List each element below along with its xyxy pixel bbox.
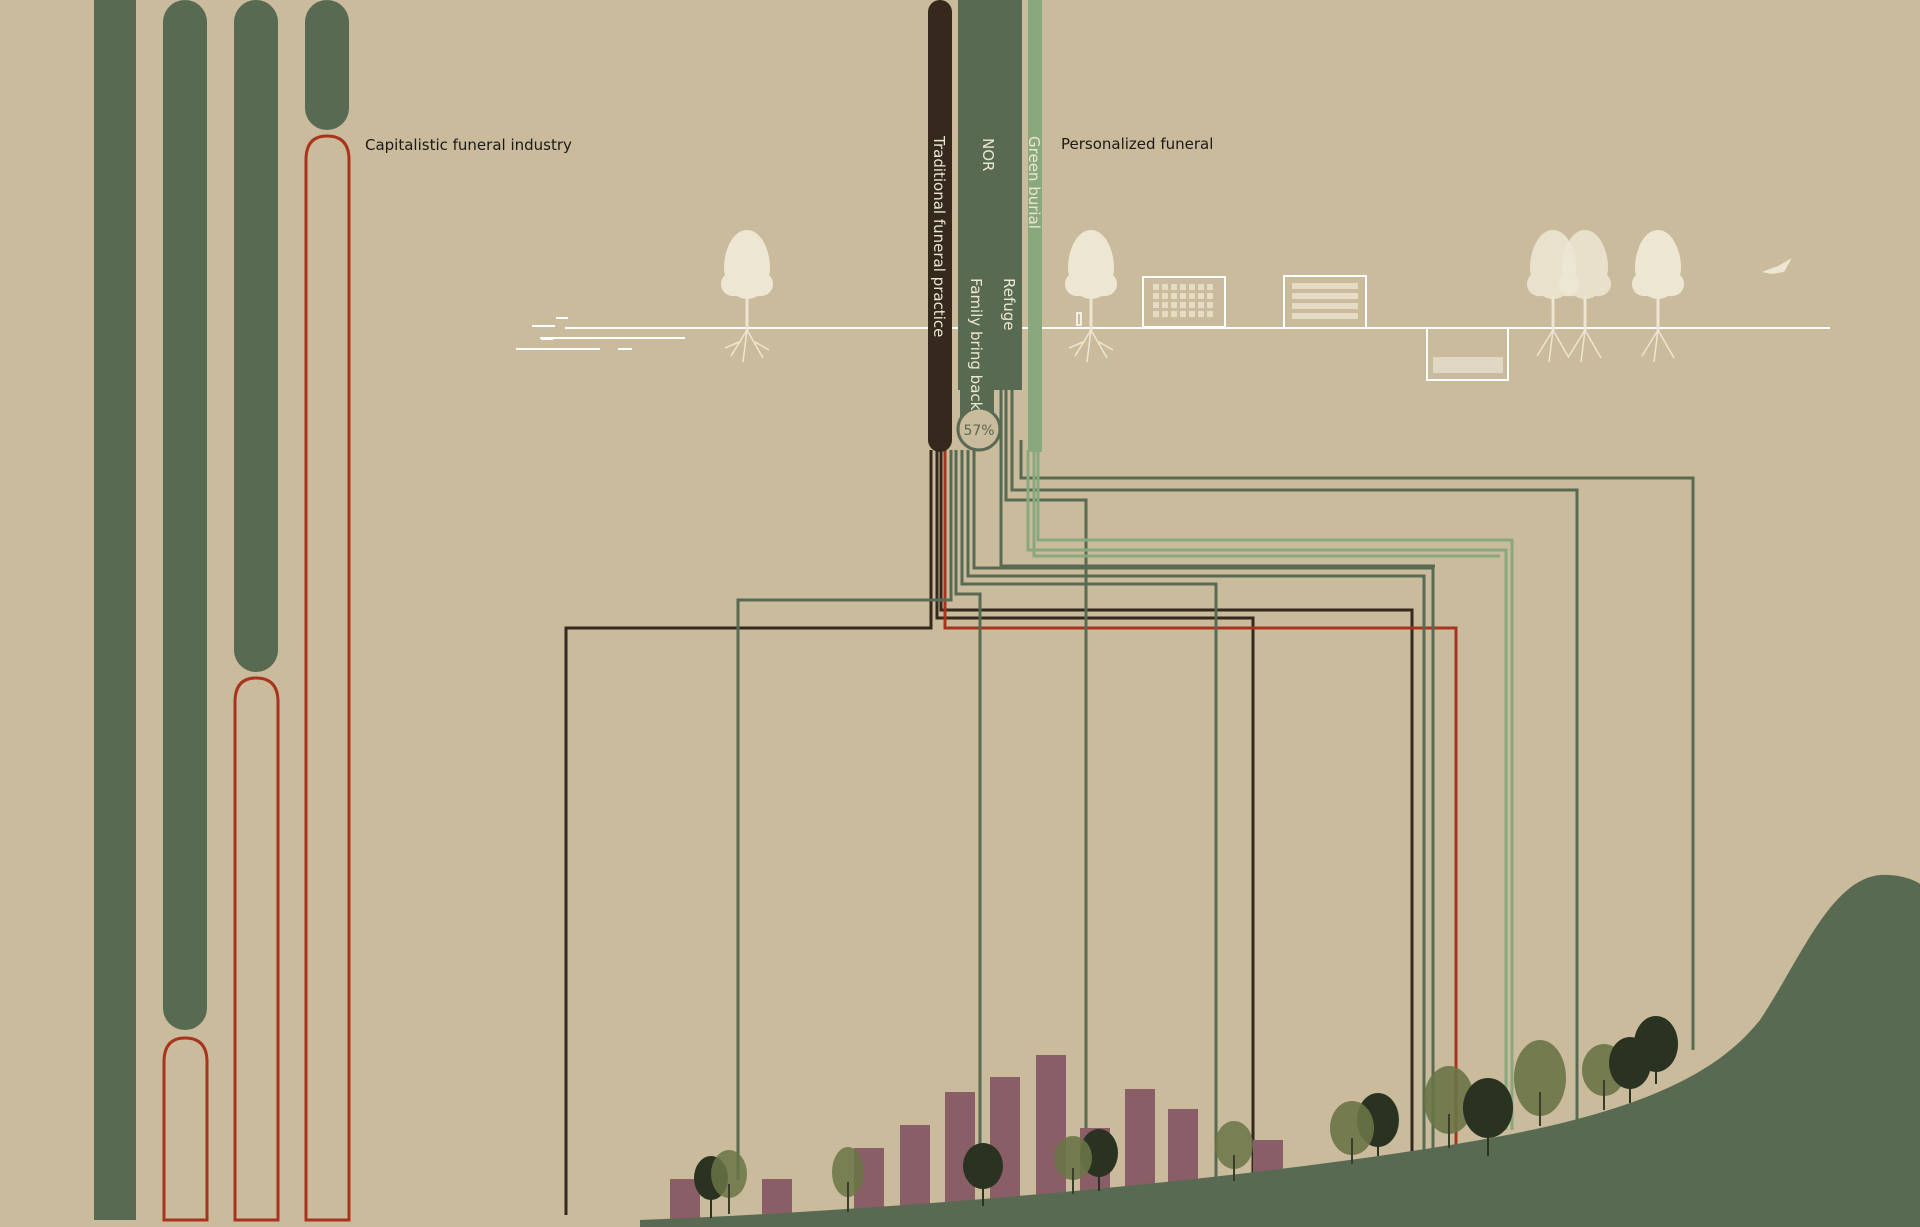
label-personalized: Personalized funeral: [1061, 135, 1213, 153]
shrub-icon: [832, 1147, 864, 1212]
label-green-burial: Green burial: [1025, 136, 1043, 229]
building-window: [1198, 284, 1204, 290]
landscape-line: [516, 275, 1830, 381]
flow-red: [943, 450, 1458, 1150]
building-icon: [1283, 275, 1367, 329]
building-window: [1189, 284, 1195, 290]
flow-green-3: [1036, 450, 1514, 1130]
bar-family-bring-back: [960, 262, 994, 442]
underground-vault: [1426, 328, 1509, 381]
flow-nor-5: [972, 450, 1435, 1150]
flow-refuge-3: [1010, 385, 1579, 1150]
tree-icon: [1632, 230, 1684, 363]
flow-nor-4: [966, 450, 1426, 1150]
building-window: [1189, 311, 1195, 317]
bar-traditional: [928, 0, 952, 452]
building-window: [1153, 302, 1159, 308]
bird-icon: [1762, 258, 1792, 274]
bar-green-burial: [1028, 0, 1042, 452]
flow-green-1: [1026, 450, 1508, 1130]
bar-refuge: [1000, 262, 1022, 384]
column-4: [305, 0, 349, 130]
building-window: [1207, 284, 1213, 290]
building-window: [1162, 284, 1168, 290]
building-window: [1162, 293, 1168, 299]
shrub-icon: [1463, 1078, 1513, 1156]
flow-traditional-2: [935, 450, 1255, 1200]
left-columns: [94, 0, 351, 1222]
building-window: [1171, 311, 1177, 317]
building-window: [1198, 302, 1204, 308]
building-window: [1171, 284, 1177, 290]
label-nor: NOR: [979, 138, 997, 171]
building-window: [1198, 311, 1204, 317]
label-traditional: Traditional funeral practice: [930, 135, 948, 337]
label-family-bring-back: Family bring back: [967, 278, 985, 411]
tree-icon: [1065, 230, 1117, 363]
building-window: [1180, 311, 1186, 317]
mauve-bar: [670, 1179, 700, 1220]
percent-label: 57%: [963, 423, 994, 439]
building-window: [1162, 311, 1168, 317]
label-refuge: Refuge: [1000, 278, 1018, 331]
flow-nor-1: [736, 450, 953, 1180]
building-window: [1180, 302, 1186, 308]
flow-nor-2: [954, 450, 982, 1180]
percent-badge: [956, 406, 1002, 452]
building-window: [1189, 302, 1195, 308]
flow-traditional-1: [564, 450, 933, 1215]
building-window: [1180, 284, 1186, 290]
building-stripes: [1292, 283, 1358, 319]
upper-trees: [721, 230, 1792, 363]
vault-slab: [1433, 357, 1503, 373]
flow-refuge-4: [1019, 440, 1695, 1050]
column-2-outline: [162, 1036, 209, 1222]
tree-icon: [721, 230, 773, 363]
flow-refuge-1: [999, 385, 1435, 568]
tree-icon: [1559, 230, 1611, 363]
building-window: [1171, 302, 1177, 308]
hill: [640, 874, 1920, 1227]
shrub-icon: [1634, 1016, 1678, 1084]
column-2: [163, 0, 207, 1030]
building-window: [1180, 293, 1186, 299]
grave-marker: [1076, 312, 1082, 326]
column-4-outline: [304, 134, 351, 1222]
building-window: [1171, 293, 1177, 299]
building-icon: [1142, 276, 1226, 328]
shrub-icon: [1330, 1101, 1374, 1164]
shrub-icon: [1215, 1121, 1253, 1181]
column-3: [234, 0, 278, 672]
shrub-icon: [1514, 1040, 1566, 1126]
shrub-icon: [1054, 1136, 1092, 1194]
central-bars: 57%: [928, 0, 1042, 452]
flow-nor-3: [960, 450, 1218, 1180]
building-window: [1207, 293, 1213, 299]
shrub-icon: [711, 1150, 747, 1214]
label-capitalistic: Capitalistic funeral industry: [365, 136, 572, 154]
flow-traditional-3: [939, 450, 1414, 1160]
building-window: [1153, 284, 1159, 290]
building-window: [1153, 311, 1159, 317]
building-window: [1189, 293, 1195, 299]
column-3-outline: [233, 676, 280, 1222]
building-window: [1162, 302, 1168, 308]
building-window: [1153, 293, 1159, 299]
building-window: [1207, 302, 1213, 308]
building-grid: [1153, 284, 1213, 317]
shrub-icon: [963, 1143, 1003, 1206]
flow-lines: [564, 385, 1695, 1215]
building-window: [1207, 311, 1213, 317]
column-1: [94, 0, 136, 1220]
shrub-icon: [1424, 1066, 1474, 1148]
shrubs: [694, 1016, 1678, 1218]
bar-labels: Traditional funeral practice NOR Green b…: [930, 135, 1043, 411]
flow-refuge-2: [1004, 385, 1088, 1150]
flow-green-2: [1032, 450, 1500, 558]
building-window: [1198, 293, 1204, 299]
